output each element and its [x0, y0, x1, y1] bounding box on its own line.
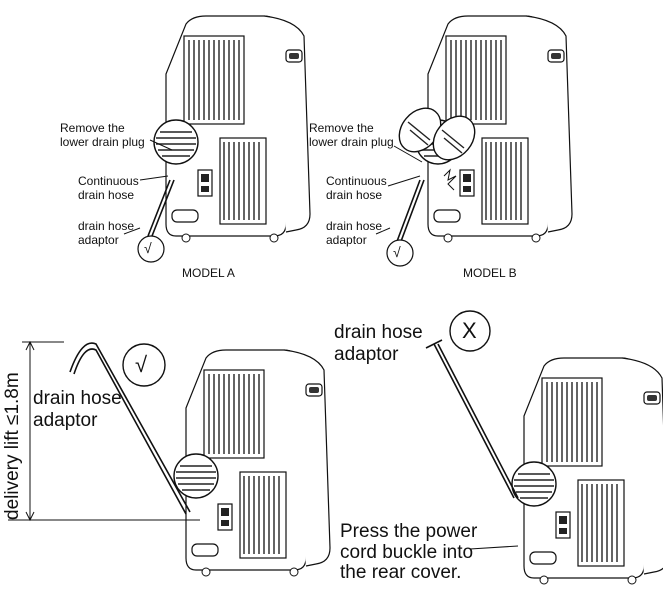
- panel-c-hose: [8, 340, 200, 522]
- check-mark-b: √: [393, 244, 401, 260]
- panel-a-leaders: [123, 139, 175, 237]
- model-b-fan-covers: [398, 107, 476, 191]
- model-a-caption: MODEL A: [182, 266, 235, 280]
- panel-b-leaders: [375, 145, 425, 245]
- continuous-hose-label-b: Continuous drain hose: [326, 174, 387, 202]
- unit-model-a: [153, 15, 311, 243]
- unit-panel-c: [173, 349, 331, 577]
- continuous-hose-label-a: Continuous drain hose: [78, 174, 139, 202]
- panel-d-hose: [425, 339, 519, 550]
- remove-plug-label-a: Remove the lower drain plug: [60, 121, 145, 149]
- unit-panel-d: [511, 357, 663, 585]
- adaptor-label-b: drain hose adaptor: [326, 219, 383, 247]
- adaptor-label-d: drain hose adaptor: [334, 322, 423, 366]
- check-mark-a: √: [144, 240, 152, 256]
- check-circle-b: [386, 239, 414, 267]
- check-circle-a: [137, 235, 165, 263]
- adaptor-label-c: drain hose adaptor: [33, 388, 122, 432]
- cross-mark-d: X: [462, 318, 477, 343]
- power-cord-note: Press the power cord buckle into the rea…: [340, 521, 478, 584]
- check-mark-c: √: [135, 352, 148, 377]
- check-circle-c: [122, 343, 166, 387]
- adaptor-label-a: drain hose adaptor: [78, 219, 135, 247]
- delivery-lift-label: delivery lift ≤1.8m: [2, 372, 23, 520]
- remove-plug-label-b: Remove the lower drain plug: [309, 121, 394, 149]
- cross-circle-d: [449, 310, 491, 352]
- model-b-caption: MODEL B: [463, 266, 517, 280]
